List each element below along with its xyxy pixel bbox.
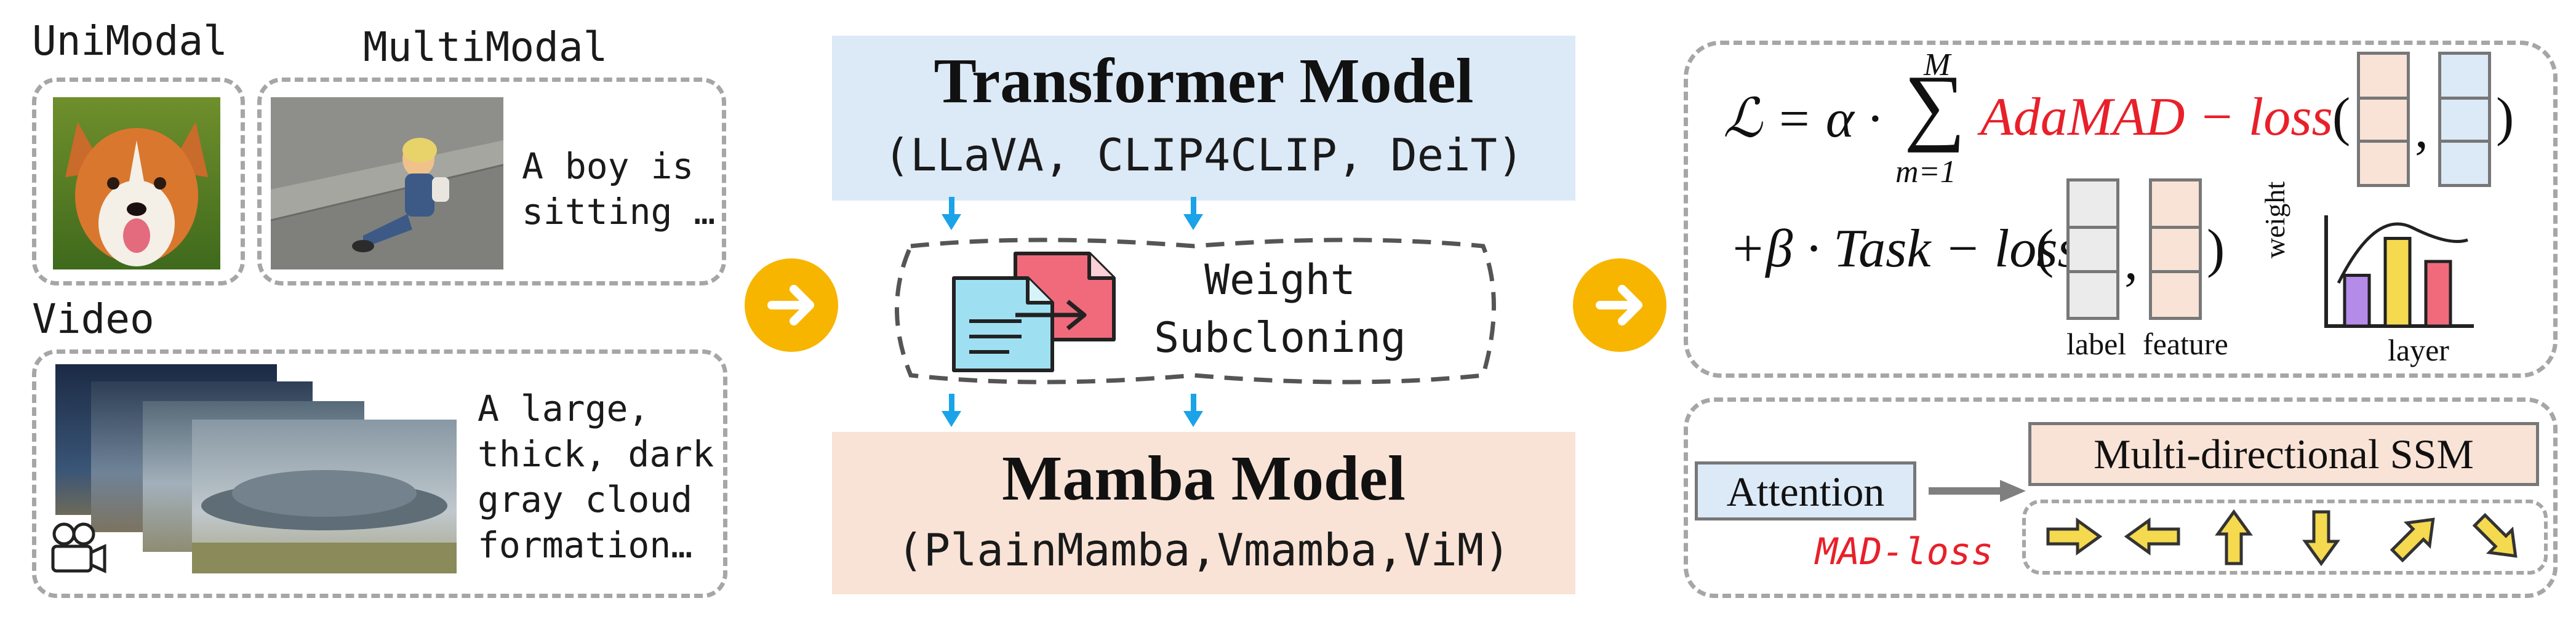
mad-loss-box [1684, 397, 2558, 598]
task-comma: , [2124, 231, 2138, 291]
arrow-down-icon [942, 411, 961, 427]
attention-box: Attention [1695, 461, 1916, 520]
video-box [32, 349, 727, 598]
arrow-up-direction-icon [2214, 508, 2254, 567]
multimodal-label: MultiModal [363, 23, 608, 71]
corgi-image [53, 97, 220, 269]
boy-sitting-image [271, 97, 503, 269]
video-caption-4: formation… [478, 524, 693, 566]
adamad-close-paren: ) [2496, 87, 2514, 147]
video-caption-2: thick, dark [478, 433, 714, 475]
subcloning-label: Subcloning [1154, 314, 1406, 362]
arrow-down-icon [1183, 411, 1203, 427]
arrow-right-icon [1929, 479, 2027, 503]
arrow-stem-2 [1191, 197, 1196, 215]
weight-axis-label: weight [2259, 181, 2290, 258]
arrow-stem-3 [949, 394, 954, 412]
task-loss-term: +β · Task − loss [1729, 219, 2079, 279]
layer-weight-chart [2289, 203, 2480, 369]
transformer-model-title: Transformer Model [934, 46, 1474, 116]
adamad-comma: , [2415, 100, 2428, 159]
arrow-down-icon [1183, 214, 1203, 230]
arrow-left-direction-icon [2123, 517, 2182, 556]
adamad-open-paren: ( [2332, 87, 2351, 147]
unimodal-label: UniModal [32, 17, 228, 65]
transformer-model-list: (LLaVA, CLIP4CLIP, DeiT) [883, 129, 1524, 181]
video-label: Video [32, 295, 154, 343]
mamba-model-box [832, 432, 1575, 594]
mamba-model-list: (PlainMamba,Vmamba,ViM) [897, 524, 1511, 576]
feature-caption: feature [2143, 327, 2228, 361]
layer-axis-label: layer [2388, 333, 2449, 367]
multimodal-box [257, 78, 726, 285]
sum-bottom: m=1 [1895, 154, 1956, 189]
sum-sign: ∑ [1904, 58, 1966, 153]
arrow-stem-4 [1191, 394, 1196, 412]
layer-weight-bar [2343, 274, 2371, 328]
label-vector-gray [2066, 178, 2119, 320]
video-frame-4 [192, 420, 457, 573]
feature-vector-peach [2357, 52, 2410, 187]
video-camera-icon [47, 522, 108, 577]
multimodal-caption-1: A boy is [522, 145, 694, 187]
file-copy-icon [942, 247, 1126, 377]
weight-label: Weight [1204, 256, 1356, 305]
video-caption-3: gray cloud [478, 479, 693, 520]
arrow-up-left-direction-icon [2385, 508, 2444, 567]
video-caption-1: A large, [478, 388, 650, 429]
layer-weight-bar [2383, 237, 2412, 328]
label-caption: label [2066, 327, 2127, 361]
arrow-down-right-direction-icon [2468, 508, 2527, 567]
mamba-model-title: Mamba Model [1002, 443, 1406, 514]
flow-arrow-right-icon [1573, 258, 1666, 352]
task-open-paren: ( [2036, 219, 2054, 279]
layer-weight-bar [2424, 260, 2452, 328]
arrow-down-direction-icon [2302, 508, 2341, 567]
arrow-down-icon [942, 214, 961, 230]
direction-strip [2022, 500, 2548, 575]
transformer-model-box [832, 36, 1575, 201]
feature-vector-peach-2 [2149, 178, 2202, 320]
loss-symbol: ℒ = α · [1723, 89, 1881, 149]
arrow-stem-1 [949, 197, 954, 215]
flow-arrow-right-icon [745, 258, 838, 352]
mad-loss-label: MAD-loss [1815, 530, 1993, 573]
loss-formula-box [1684, 41, 2558, 378]
chart-trend-curve [2337, 222, 2468, 284]
unimodal-box [32, 78, 245, 285]
multimodal-caption-2: sitting … [522, 191, 716, 233]
task-close-paren: ) [2207, 219, 2225, 279]
ssm-box: Multi-directional SSM [2028, 422, 2539, 486]
arrow-right-direction-icon [2044, 517, 2103, 556]
adamad-loss-term: AdaMAD − loss [1980, 87, 2333, 147]
sum-top: M [1924, 47, 1951, 82]
feature-vector-blue [2438, 52, 2491, 187]
